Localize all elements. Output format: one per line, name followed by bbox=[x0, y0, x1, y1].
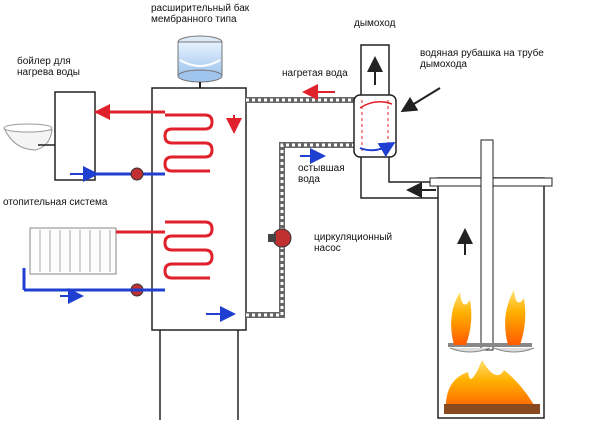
label-pump: циркуляционный насос bbox=[314, 232, 393, 254]
sink-icon bbox=[3, 123, 55, 151]
stove bbox=[429, 139, 553, 419]
expansion-tank bbox=[177, 35, 223, 88]
label-boiler: бойлер для нагрева воды bbox=[17, 56, 80, 78]
label-cooled-water: остывшая вода bbox=[298, 163, 345, 185]
hot-pipe bbox=[226, 84, 355, 134]
water-jacket bbox=[353, 94, 397, 158]
flue-pipe bbox=[360, 157, 438, 199]
label-expansion-tank: расширительный бак мембранного типа bbox=[151, 3, 250, 25]
lower-coil bbox=[163, 220, 214, 280]
circulation-pump bbox=[268, 228, 292, 248]
jacket-pointer bbox=[400, 87, 441, 113]
upper-coil bbox=[163, 113, 214, 173]
label-heating-system: отопительная система bbox=[3, 197, 108, 208]
label-chimney: дымоход bbox=[354, 18, 396, 29]
water-boiler bbox=[54, 91, 165, 182]
label-heated-water: нагретая вода bbox=[282, 68, 348, 79]
label-water-jacket: водяная рубашка на трубе дымохода bbox=[420, 48, 544, 70]
radiator bbox=[22, 227, 165, 304]
pump-boiler bbox=[130, 167, 144, 181]
